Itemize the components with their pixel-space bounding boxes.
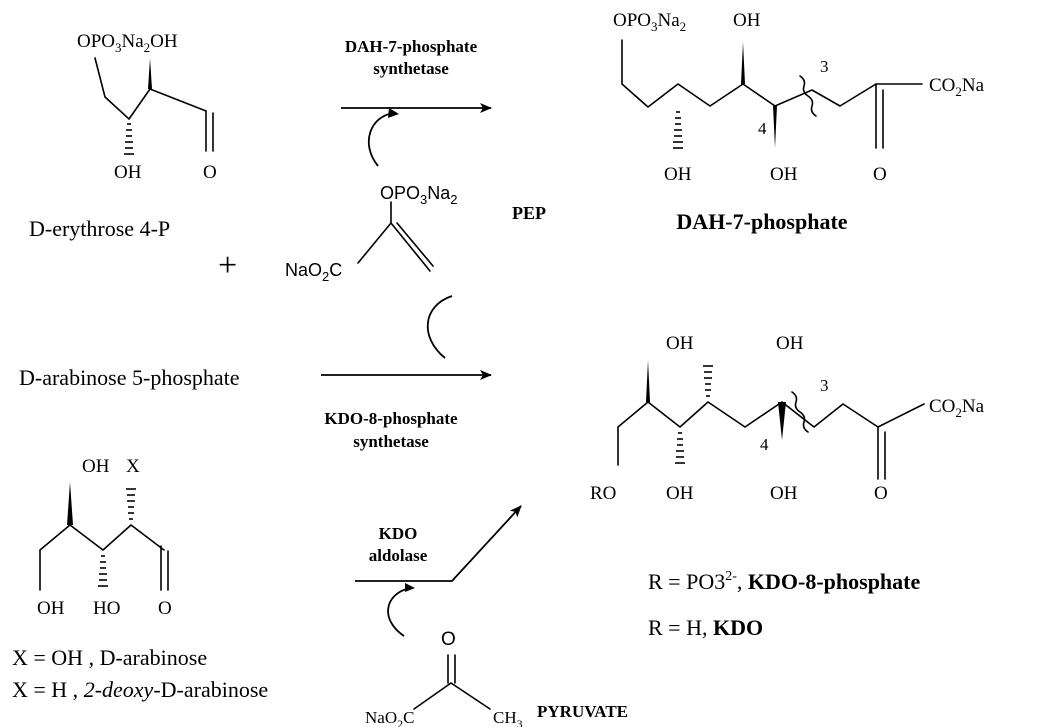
pep-name: PEP xyxy=(512,203,546,223)
kdo-8p-r-line: R = PO32-, KDO-8-phosphate xyxy=(648,569,920,594)
dah-hash-bond xyxy=(673,111,683,149)
dah-oh-1-label: OH xyxy=(664,164,692,185)
erythrose-4-phosphate-structure: OPO3Na2OH OH O D-erythrose 4-P xyxy=(29,31,217,241)
dah-oh-2-label: OH xyxy=(770,164,798,185)
pep-vinyl-double xyxy=(396,222,434,267)
arabinose-chain-bonds xyxy=(39,524,165,591)
dah-wavy-bond xyxy=(799,75,817,117)
dah-synthetase-label-1: DAH-7-phosphate xyxy=(345,37,478,56)
kdo-synthetase-label-1: KDO-8-phosphate xyxy=(324,409,458,428)
kdo-chain-bonds xyxy=(617,401,925,466)
erythrose-bonds xyxy=(94,57,207,120)
pep-bonds xyxy=(357,201,392,264)
kdo-aldolase-label-1: KDO xyxy=(379,524,418,543)
dah-wedge-top xyxy=(741,42,745,84)
dah-opo3-label: OPO3Na2 xyxy=(613,10,686,34)
kdo-hash-top2 xyxy=(703,365,713,397)
arabinose-wedge-top xyxy=(67,482,73,525)
arabinose-line-1: X = OH , D-arabinose xyxy=(12,645,207,670)
pyruvate-curved-arrowhead xyxy=(405,583,415,592)
kdo-wedge-c4 xyxy=(778,402,786,440)
arabinose-5p-name: D-arabinose 5-phosphate xyxy=(19,365,240,390)
kdo-o-label: O xyxy=(874,483,888,504)
kdo-ro-label: RO xyxy=(590,483,616,504)
pyruvate-structure: O NaO2C CH3 PYRUVATE xyxy=(365,629,628,727)
dah-c4-label: 4 xyxy=(758,119,767,138)
pep-opo3-label: OPO3Na2 xyxy=(380,183,458,207)
erythrose-oh-label: OH xyxy=(114,162,142,183)
arabinose-structure: OH X OH HO O X = OH , D-arabinose X = H … xyxy=(12,456,268,702)
kdo-aldolase-arrow: KDO aldolase xyxy=(355,505,522,637)
kdo-co2na-label: CO2Na xyxy=(929,396,985,420)
arabinose-hash-x xyxy=(126,488,136,520)
kdo-oh-b1-label: OH xyxy=(666,483,694,504)
dah-7-phosphate-structure: OPO3Na2 OH 3 4 CO2Na OH OH O DAH-7-phosp… xyxy=(613,10,985,234)
erythrose-o-label: O xyxy=(203,162,217,183)
arabinose-ho-label: HO xyxy=(93,598,120,619)
pyruvate-ch3-label: CH3 xyxy=(493,708,523,727)
erythrose-hash-bond xyxy=(124,123,134,155)
dah-synthetase-label-2: synthetase xyxy=(373,59,449,78)
arabinose-oh-left-label: OH xyxy=(37,598,65,619)
kdo-synthetase-label-2: synthetase xyxy=(353,432,429,451)
pyruvate-bonds xyxy=(413,682,491,710)
arabinose-oh-top-label: OH xyxy=(82,456,110,477)
erythrose-phosphate-oh-label: OPO3Na2OH xyxy=(77,31,178,55)
pyruvate-o-label: O xyxy=(441,629,456,650)
kdo-aldolase-label-2: aldolase xyxy=(369,546,428,565)
pyruvate-curved-arrow xyxy=(387,587,411,637)
dah-wedge-c4 xyxy=(773,106,777,148)
dah-c3-label: 3 xyxy=(820,57,829,76)
kdo-r-line: R = H, KDO xyxy=(648,615,763,640)
erythrose-opo3-text: OPO xyxy=(77,31,115,52)
plus-sign: + xyxy=(218,247,237,284)
arabinose-o-label: O xyxy=(158,598,172,619)
dah-name: DAH-7-phosphate xyxy=(676,209,847,234)
arabinose-hash-ho xyxy=(98,555,108,587)
pep-structure: OPO3Na2 PEP NaO2C xyxy=(285,183,546,284)
pep-nao2c-label: NaO2C xyxy=(285,260,342,284)
kdo-c4-label: 4 xyxy=(760,435,769,454)
kdo-oh-top1-label: OH xyxy=(666,333,694,354)
kdo-synthetase-arrow: D-arabinose 5-phosphate KDO-8-phosphate … xyxy=(19,295,492,451)
kdo-hash-bottom xyxy=(675,432,685,464)
kdo-wedge-top1 xyxy=(646,360,650,402)
kdo-oh-b2-label: OH xyxy=(770,483,798,504)
kdo-wavy-bond xyxy=(791,391,809,433)
dah-synthetase-arrow: DAH-7-phosphate synthetase xyxy=(341,37,492,167)
pep-vinyl-bond xyxy=(390,222,431,272)
arabinose-x-label: X xyxy=(126,456,140,477)
erythrose-wedge-bond xyxy=(148,58,152,89)
pep-curved-arrow xyxy=(368,112,395,167)
pyruvate-name: PYRUVATE xyxy=(537,702,628,721)
erythrose-name: D-erythrose 4-P xyxy=(29,216,170,241)
dah-oh-top-label: OH xyxy=(733,10,761,31)
kdo-structure: OH OH 3 4 CO2Na RO OH OH O R = PO32-, KD… xyxy=(590,333,985,640)
arabinose-line-2: X = H , 2-deoxy-D-arabinose xyxy=(12,677,268,702)
pep-curved-arrowhead xyxy=(388,108,399,118)
dah-chain-bonds xyxy=(621,39,923,108)
kdo-aldolase-reaction-arrow xyxy=(355,505,522,582)
pyruvate-nao2c-label: NaO2C xyxy=(365,708,414,727)
pep2-curved-arrow xyxy=(426,295,453,359)
kdo-c3-label: 3 xyxy=(820,376,829,395)
dah-o-label: O xyxy=(873,164,887,185)
dah-co2na-label: CO2Na xyxy=(929,75,985,99)
kdo-oh-top2-label: OH xyxy=(776,333,804,354)
